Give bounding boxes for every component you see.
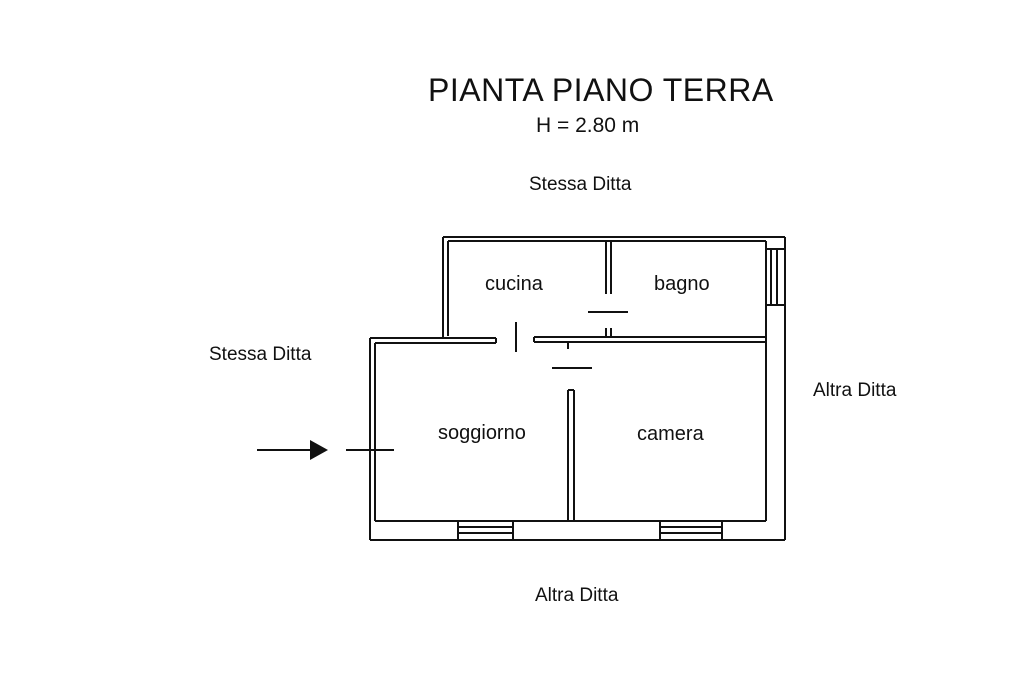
room-label-bedroom: camera [637,423,704,445]
plan-title: PIANTA PIANO TERRA [428,72,774,108]
room-label-bathroom: bagno [654,273,710,295]
neighbor-bottom: Altra Ditta [535,585,619,606]
neighbor-top: Stessa Ditta [529,174,632,195]
ceiling-height: H = 2.80 m [536,114,640,137]
neighbor-left: Stessa Ditta [209,344,312,365]
room-label-living: soggiorno [438,422,526,444]
room-label-kitchen: cucina [485,273,543,295]
neighbor-right: Altra Ditta [813,380,897,401]
entrance-arrow-icon [310,440,328,460]
